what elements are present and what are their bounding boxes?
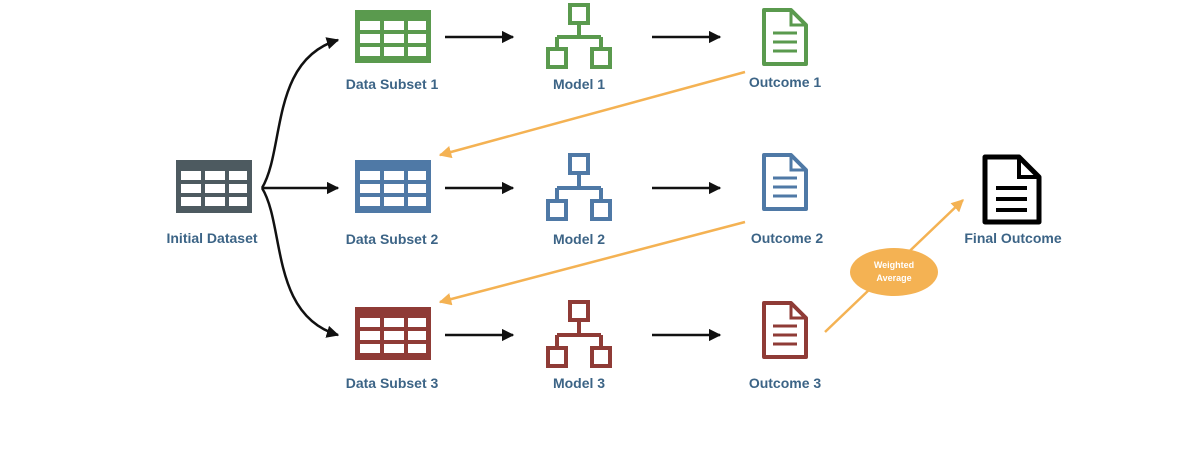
- data-subset-1-label: Data Subset 1: [346, 76, 439, 92]
- model-3-label: Model 3: [553, 375, 605, 391]
- branch-arrow-1: [260, 37, 340, 189]
- initial-dataset-icon: [176, 160, 252, 213]
- model-2-icon: [546, 153, 612, 221]
- outcome-2-label: Outcome 2: [751, 230, 824, 246]
- weighted-average-badge: Weighted Average: [850, 248, 938, 296]
- data-subset-2-label: Data Subset 2: [346, 231, 439, 247]
- feedback-arrow-outcome-2-to-subset-3: [438, 220, 746, 306]
- branch-arrow-3: [260, 187, 340, 338]
- final-outcome-label: Final Outcome: [964, 230, 1061, 246]
- outcome-3-label: Outcome 3: [749, 375, 822, 391]
- weighted-average-line1: Weighted: [874, 260, 914, 270]
- outcome-1-label: Outcome 1: [749, 74, 822, 90]
- initial-dataset-label: Initial Dataset: [166, 230, 257, 246]
- data-subset-3-label: Data Subset 3: [346, 375, 439, 391]
- data-subset-2-icon: [355, 160, 431, 213]
- data-subset-3-icon: [355, 307, 431, 360]
- outcome-1-document-icon: [762, 8, 808, 66]
- model-1-label: Model 1: [553, 76, 605, 92]
- data-subset-1-icon: [355, 10, 431, 63]
- weighted-average-line2: Average: [876, 273, 911, 283]
- final-outcome-document-icon: [982, 154, 1042, 225]
- model-3-icon: [546, 300, 612, 368]
- outcome-3-document-icon: [762, 301, 808, 359]
- model-1-icon: [546, 3, 612, 69]
- model-2-label: Model 2: [553, 231, 605, 247]
- outcome-2-document-icon: [762, 153, 808, 211]
- feedback-arrow-outcome-1-to-subset-2: [438, 70, 746, 159]
